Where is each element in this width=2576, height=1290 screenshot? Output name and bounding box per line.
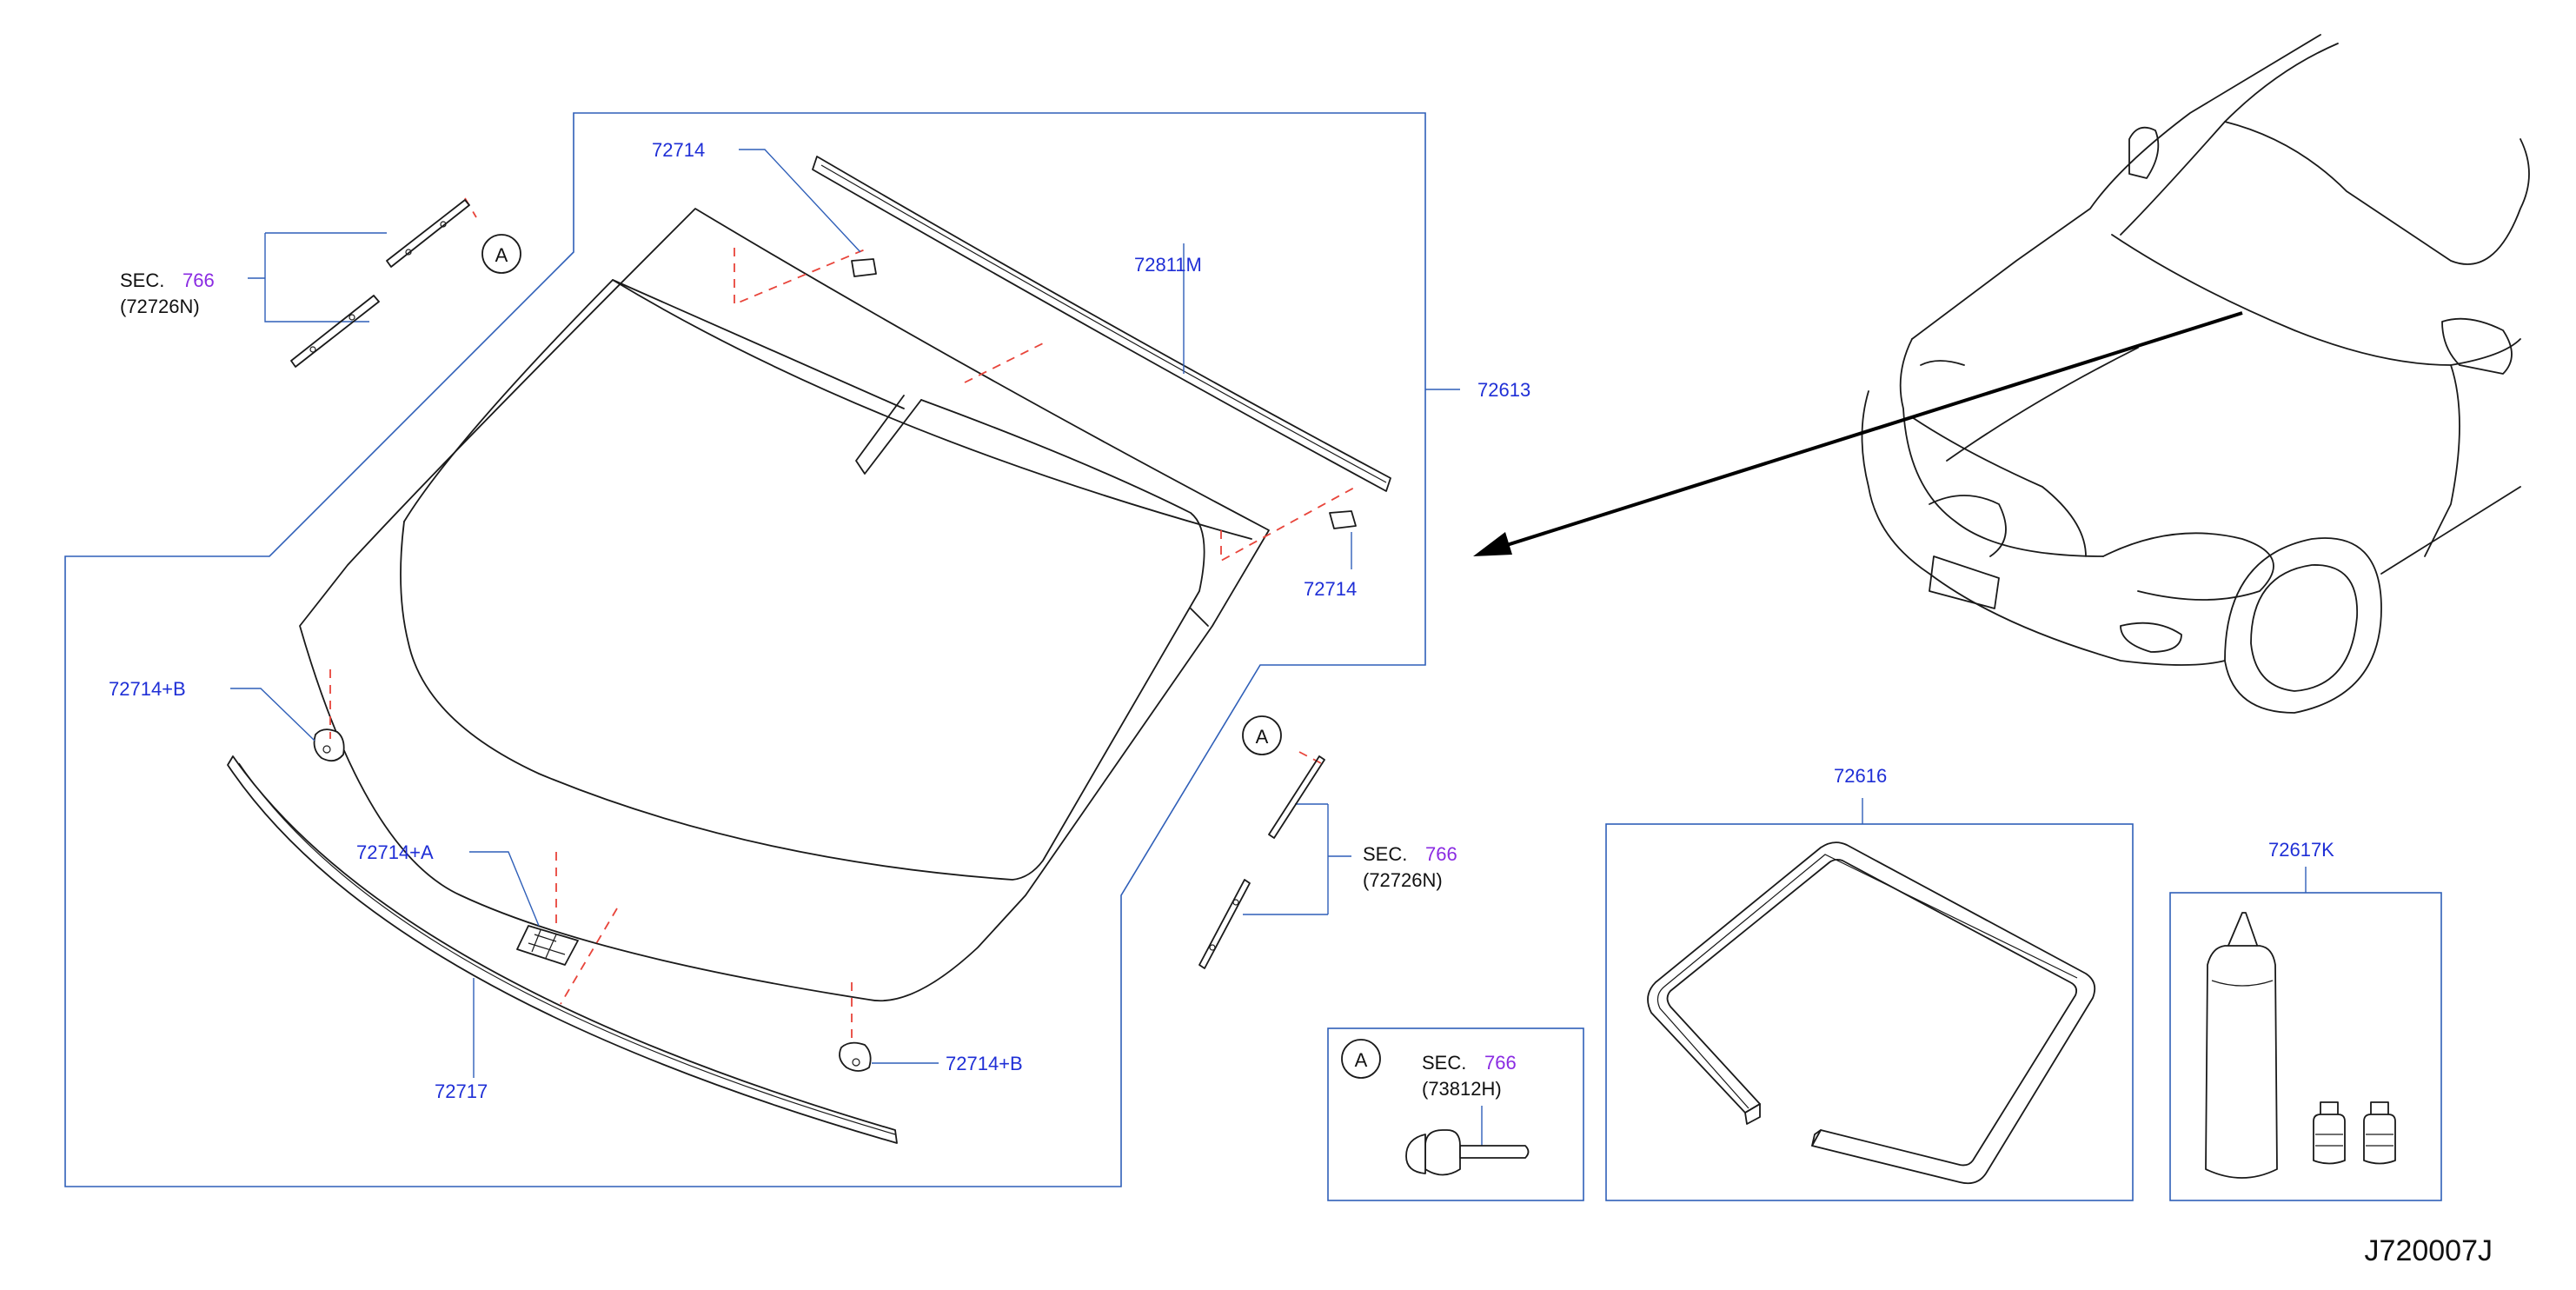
label-72714-right: 72714 <box>1304 578 1357 600</box>
primer-bottle-2 <box>2363 1101 2396 1165</box>
label-72617K: 72617K <box>2268 839 2334 861</box>
phantom-lines <box>329 197 1357 1043</box>
windshield-group-frame <box>64 112 1426 1187</box>
bracket-lower-left <box>290 295 380 368</box>
clip-72714-right <box>1329 510 1357 529</box>
windshield-glass <box>299 208 1270 1002</box>
sec-766-right-group: A SEC. 766 (72726N) <box>1198 715 1457 969</box>
inset-rivet: A SEC. 766 (73812H) <box>1327 1027 1584 1201</box>
molding-72717 <box>227 755 898 1144</box>
seal-72616 <box>1647 841 2096 1185</box>
bracket-upper-right <box>1268 755 1325 839</box>
sec-inset-sub: (73812H) <box>1422 1078 1502 1100</box>
seal-72616-group <box>1605 798 2134 1201</box>
label-72616: 72616 <box>1834 765 1887 787</box>
marker-A-right <box>1242 715 1282 755</box>
sec-766-left-group: A SEC. 766 (72726N) <box>120 199 521 368</box>
sec-right-number: 766 <box>1425 843 1457 865</box>
label-72714B-left: 72714+B <box>109 678 186 700</box>
label-72714B-bottom: 72714+B <box>946 1053 1023 1074</box>
marker-A-right-text: A <box>1256 726 1269 748</box>
label-72714-top: 72714 <box>652 139 705 161</box>
label-72613: 72613 <box>1477 379 1530 401</box>
primer-bottle-1 <box>2313 1101 2346 1165</box>
marker-A-inset-text: A <box>1355 1049 1368 1071</box>
sec-right-sub: (72726N) <box>1363 869 1443 891</box>
rivet-part <box>1405 1129 1530 1176</box>
marker-A-inset <box>1341 1039 1381 1079</box>
label-72717: 72717 <box>435 1081 488 1102</box>
location-arrow <box>1473 311 2243 556</box>
clip-72714B-bottom <box>839 1041 872 1072</box>
leader-lines <box>230 149 1460 1078</box>
sec-inset-prefix: SEC. <box>1422 1052 1466 1074</box>
sec-right-prefix: SEC. <box>1363 843 1407 865</box>
marker-A-left <box>481 234 521 274</box>
diagram-code: J720007J <box>2365 1234 2493 1267</box>
clip-72714A <box>516 925 579 966</box>
bracket-lower-right <box>1198 879 1251 969</box>
label-72714A: 72714+A <box>356 841 434 863</box>
clip-72714B-left <box>313 728 345 762</box>
sec-inset-number: 766 <box>1484 1052 1517 1074</box>
sec-left-prefix: SEC. <box>120 269 164 291</box>
molding-72811M <box>812 156 1391 492</box>
sec-left-number: 766 <box>183 269 215 291</box>
marker-A-left-text: A <box>495 244 508 266</box>
bracket-upper-left <box>386 199 470 268</box>
sec-left-sub: (72726N) <box>120 296 200 317</box>
cartridge-tube <box>2205 912 2278 1179</box>
vehicle-location-illustration <box>1861 34 2530 714</box>
label-72811M: 72811M <box>1134 254 1202 276</box>
adhesive-kit-72617K-group <box>2169 867 2442 1201</box>
clip-72714-top <box>851 258 877 277</box>
